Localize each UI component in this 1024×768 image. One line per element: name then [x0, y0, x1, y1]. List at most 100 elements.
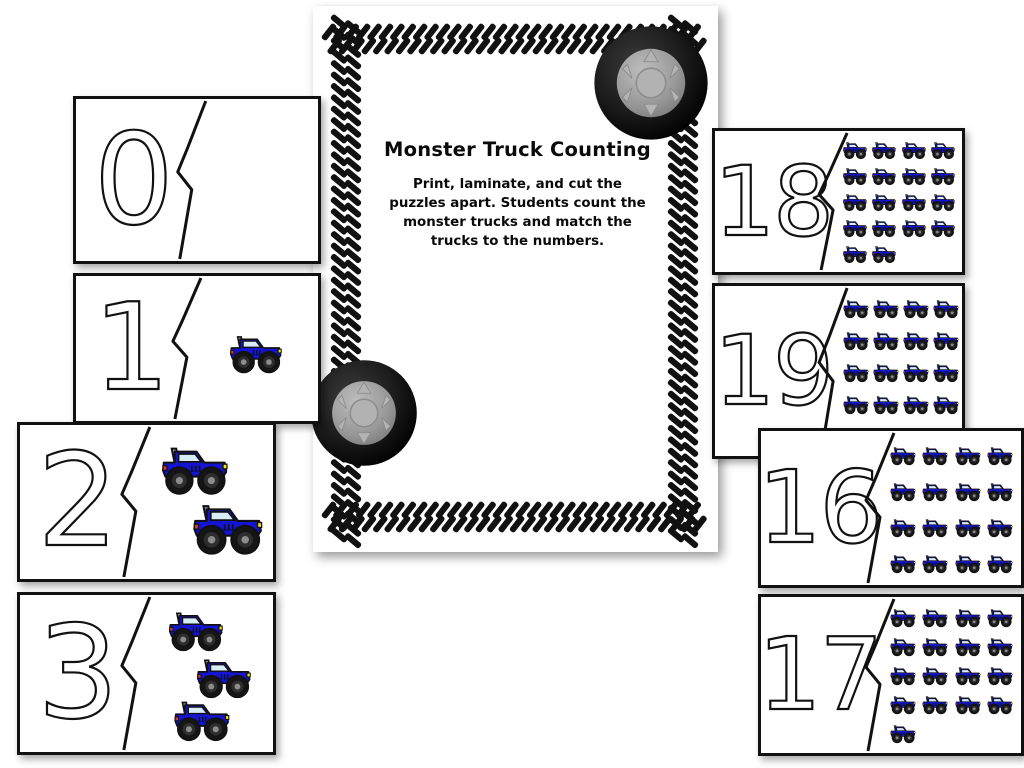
truck-item [985, 443, 1015, 466]
monster-truck-icon [872, 168, 897, 186]
monster-truck-icon [901, 220, 926, 238]
truck-item [931, 296, 961, 319]
truck-item [156, 436, 234, 497]
monster-truck-icon [933, 395, 959, 414]
monster-truck-icon [173, 702, 229, 742]
truck-item [900, 138, 928, 160]
puzzle-card-17[interactable]: 17 [758, 594, 1024, 756]
truck-item [920, 692, 950, 715]
monster-truck-icon [955, 518, 980, 537]
monster-truck-icon [987, 554, 1013, 573]
truck-item [953, 634, 983, 657]
truck-item [841, 296, 871, 319]
monster-truck-icon [987, 696, 1013, 715]
truck-item [931, 392, 961, 415]
truck-item [920, 634, 950, 657]
truck-item [901, 360, 931, 383]
truck-count-grid-18 [841, 136, 958, 266]
puzzle-card-2[interactable]: 2 [17, 422, 276, 582]
monster-truck-icon [955, 667, 980, 686]
truck-count-grid-17 [888, 602, 1017, 747]
truck-half-16 [878, 431, 1021, 585]
cover-text-block: Monster Truck Counting Print, laminate, … [363, 138, 672, 251]
monster-truck-icon [930, 194, 955, 212]
numeral-0: 0 [93, 106, 175, 253]
tire-tread-border [321, 14, 707, 549]
number-half-16: 16 [758, 431, 884, 585]
cover-instructions-line-3: monster trucks and match the [403, 215, 632, 231]
numeral-18: 18 [713, 145, 835, 258]
truck-item [953, 663, 983, 686]
monster-truck-icon [955, 446, 980, 465]
truck-item [920, 663, 950, 686]
numeral-2: 2 [36, 427, 120, 576]
puzzle-card-3[interactable]: 3 [17, 592, 276, 755]
truck-half-1 [185, 276, 318, 421]
monster-truck-icon [873, 299, 899, 318]
puzzle-card-16[interactable]: 16 [758, 428, 1024, 588]
truck-item [985, 663, 1015, 686]
truck-item [985, 634, 1015, 657]
puzzle-card-0[interactable]: 0 [73, 96, 321, 264]
monster-truck-icon [922, 696, 948, 715]
puzzle-card-1[interactable]: 1 [73, 273, 321, 424]
monster-truck-icon [922, 446, 948, 465]
numeral-16: 16 [758, 449, 884, 566]
truck-item [841, 328, 871, 351]
truck-item [953, 443, 983, 466]
monster-truck-icon [843, 299, 869, 318]
truck-item [871, 296, 901, 319]
monster-truck-icon [901, 168, 926, 186]
monster-truck-icon [901, 194, 926, 212]
truck-item [870, 242, 898, 264]
monster-truck-icon [890, 554, 916, 573]
truck-item [931, 328, 961, 351]
page-title: Monster Truck Counting [384, 138, 651, 161]
truck-item [953, 605, 983, 628]
monster-truck-icon [873, 331, 899, 350]
monster-truck-icon [922, 667, 948, 686]
truck-item [841, 190, 869, 212]
monster-truck-icon [955, 609, 980, 628]
truck-item [888, 605, 918, 628]
truck-item [901, 328, 931, 351]
truck-item [841, 360, 871, 383]
monster-truck-icon [890, 696, 916, 715]
monster-truck-icon [843, 363, 869, 382]
monster-truck-icon [890, 725, 916, 744]
truck-item [841, 216, 869, 238]
truck-item [870, 164, 898, 186]
instruction-cover-page: Monster Truck Counting Print, laminate, … [311, 6, 718, 552]
monster-truck-icon [873, 363, 899, 382]
number-half-1: 1 [76, 276, 185, 421]
truck-item [929, 164, 957, 186]
monster-truck-icon [843, 395, 869, 414]
truck-half-17 [878, 597, 1021, 753]
monster-truck-icon [987, 518, 1013, 537]
monster-truck-icon [922, 482, 948, 501]
truck-item [929, 138, 957, 160]
truck-half-2 [134, 425, 273, 579]
truck-item [953, 479, 983, 502]
puzzle-card-18[interactable]: 18 [712, 128, 965, 275]
truck-item [900, 190, 928, 212]
truck-item [870, 138, 898, 160]
truck-item [901, 392, 931, 415]
monster-truck-icon [872, 142, 897, 160]
truck-item [870, 216, 898, 238]
monster-truck-icon [955, 554, 980, 573]
truck-item [888, 515, 918, 538]
truck-item [871, 392, 901, 415]
truck-item [920, 515, 950, 538]
monster-truck-icon [193, 504, 262, 555]
monster-truck-icon [930, 142, 955, 160]
monster-truck-icon [162, 447, 228, 495]
number-half-17: 17 [761, 597, 884, 753]
cover-instructions-line-4: trucks to the numbers. [430, 234, 605, 250]
monster-truck-icon [987, 667, 1013, 686]
monster-truck-icon [890, 609, 916, 628]
monster-truck-icon [901, 142, 926, 160]
truck-count-grid-16 [888, 436, 1017, 580]
monster-truck-icon [922, 638, 948, 657]
